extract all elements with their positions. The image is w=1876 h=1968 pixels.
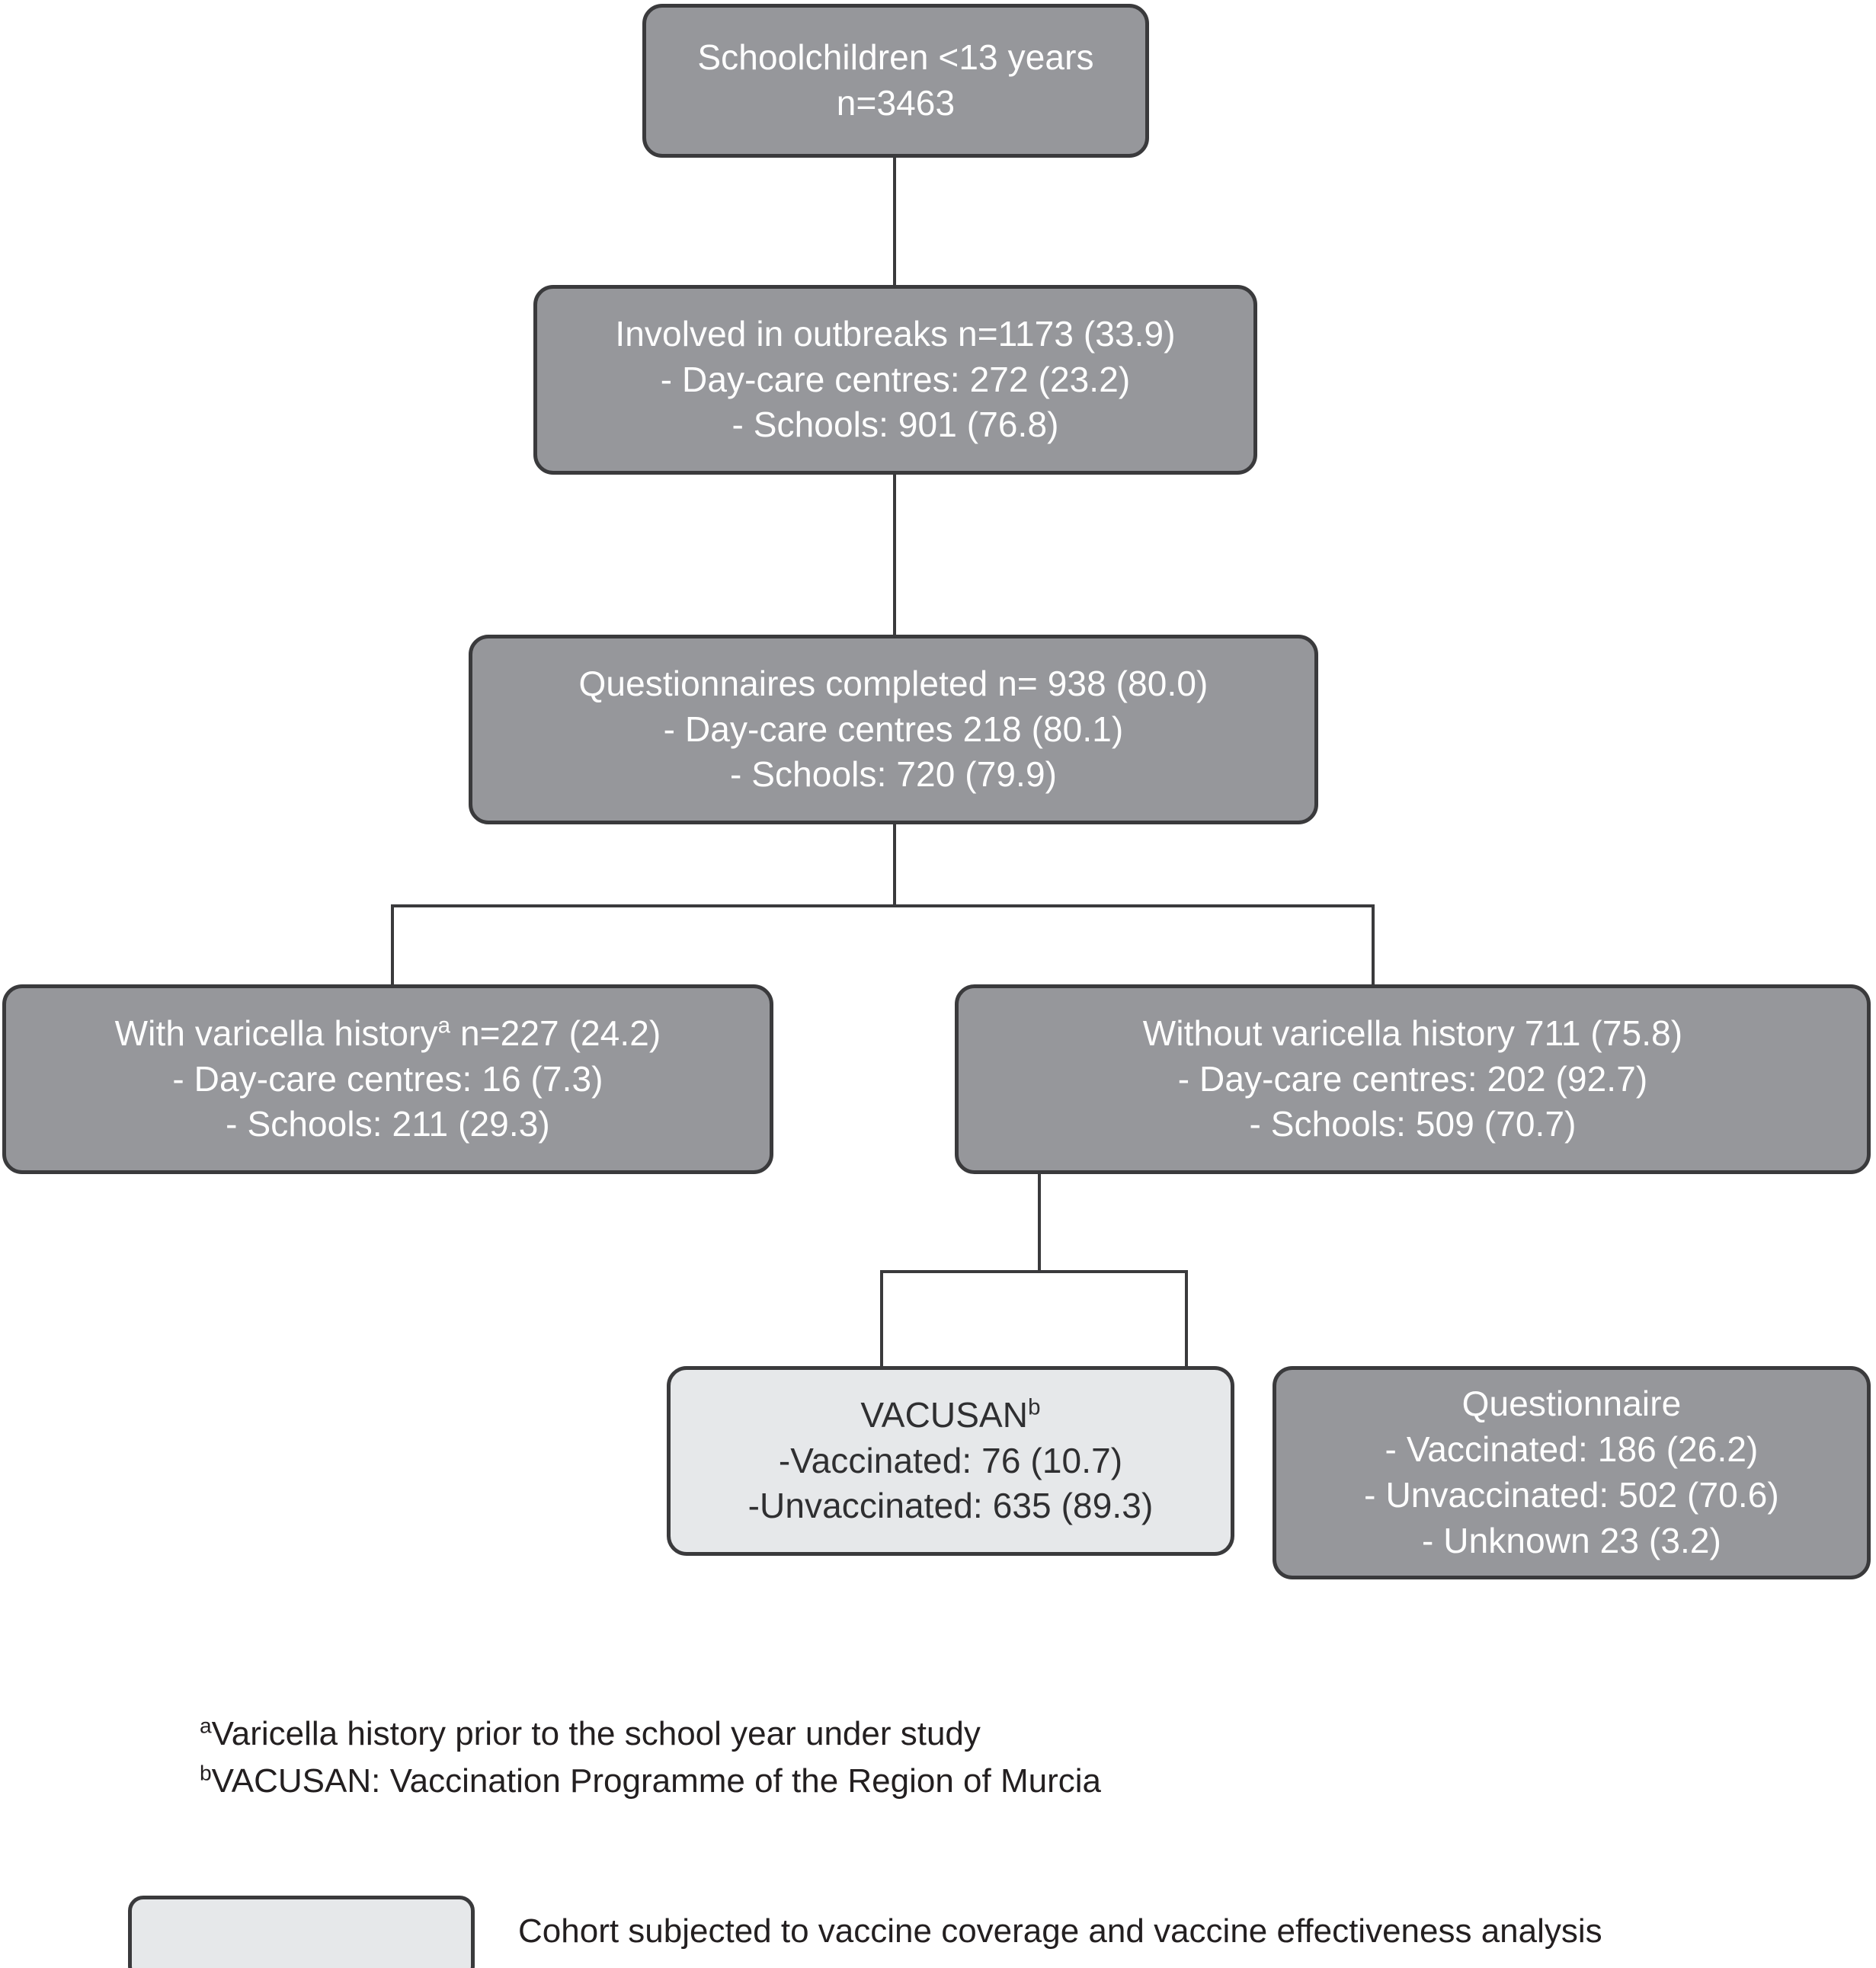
- node-outbreaks-line-1: Involved in outbreaks n=1173 (33.9): [615, 313, 1176, 354]
- node-vacusan-title: VACUSAN: [860, 1394, 1029, 1435]
- node-questionnaire: Questionnaire - Vaccinated: 186 (26.2) -…: [1273, 1366, 1871, 1579]
- node-questionnaire-line-1: Questionnaire: [1461, 1384, 1682, 1424]
- footnote-marker-a-ref: a: [437, 1013, 451, 1038]
- connector-to-without-varicella: [1372, 904, 1375, 987]
- connector-to-with-varicella: [391, 904, 394, 987]
- node-vacusan-line-3: -Unvaccinated: 635 (89.3): [748, 1486, 1154, 1526]
- node-involved-in-outbreaks: Involved in outbreaks n=1173 (33.9) - Da…: [533, 285, 1257, 475]
- node-with-varicella-line-2: - Day-care centres: 16 (7.3): [172, 1058, 603, 1099]
- connector-without-varicella-stem: [1038, 1173, 1041, 1273]
- connector-level2-horizontal-bar: [880, 1270, 1188, 1273]
- footnote-marker-b: b: [200, 1761, 212, 1785]
- node-questionnaire-line-4: - Unknown 23 (3.2): [1422, 1520, 1721, 1560]
- node-vacusan: VACUSANb -Vaccinated: 76 (10.7) -Unvacci…: [667, 1366, 1234, 1556]
- connector-outbreaks-to-questionnaires: [893, 473, 896, 636]
- node-without-varicella-line-2: - Day-care centres: 202 (92.7): [1177, 1058, 1648, 1099]
- node-questionnaires-completed: Questionnaires completed n= 938 (80.0) -…: [469, 635, 1318, 824]
- node-schoolchildren-line-2: n=3463: [836, 83, 956, 123]
- node-questionnaire-line-2: - Vaccinated: 186 (26.2): [1385, 1429, 1759, 1470]
- legend-swatch-highlight: [128, 1896, 475, 1968]
- node-questionnaires-line-3: - Schools: 720 (79.9): [729, 754, 1058, 795]
- node-with-varicella-line-3: - Schools: 211 (29.3): [226, 1104, 550, 1144]
- footnote-b-text: VACUSAN: Vaccination Programme of the Re…: [211, 1762, 1101, 1800]
- connector-level1-horizontal-bar: [391, 904, 1375, 907]
- node-with-varicella-line-1-pre: With varicella history: [114, 1013, 438, 1053]
- node-vacusan-line-1: VACUSANb: [860, 1393, 1040, 1438]
- node-questionnaires-line-1: Questionnaires completed n= 938 (80.0): [578, 663, 1209, 703]
- footnote-a: aVaricella history prior to the school y…: [200, 1710, 1101, 1758]
- footnote-a-text: Varicella history prior to the school ye…: [211, 1715, 981, 1752]
- node-with-varicella-history: With varicella historya n=227 (24.2) - D…: [2, 984, 773, 1174]
- node-without-varicella-line-1: Without varicella history 711 (75.8): [1142, 1013, 1683, 1053]
- footnote-marker-a: a: [200, 1714, 212, 1738]
- connector-questionnaires-stem: [893, 823, 896, 907]
- node-schoolchildren-line-1: Schoolchildren <13 years: [697, 37, 1094, 78]
- node-outbreaks-line-2: - Day-care centres: 272 (23.2): [660, 359, 1131, 399]
- footnote-b: bVACUSAN: Vaccination Programme of the R…: [200, 1758, 1101, 1805]
- node-questionnaire-line-3: - Unvaccinated: 502 (70.6): [1364, 1475, 1779, 1515]
- node-without-varicella-history: Without varicella history 711 (75.8) - D…: [955, 984, 1871, 1174]
- connector-schoolchildren-to-outbreaks: [893, 156, 896, 286]
- footnote-marker-b-ref: b: [1028, 1394, 1041, 1420]
- node-vacusan-line-2: -Vaccinated: 76 (10.7): [778, 1440, 1123, 1480]
- node-with-varicella-line-1: With varicella historya n=227 (24.2): [115, 1011, 661, 1057]
- node-with-varicella-line-1-post: n=227 (24.2): [450, 1013, 661, 1053]
- node-outbreaks-line-3: - Schools: 901 (76.8): [732, 405, 1059, 445]
- footnotes-block: aVaricella history prior to the school y…: [200, 1710, 1101, 1806]
- node-schoolchildren: Schoolchildren <13 years n=3463: [642, 4, 1149, 158]
- connector-to-vacusan: [880, 1270, 883, 1368]
- connector-to-questionnaire: [1185, 1270, 1188, 1368]
- legend-label: Cohort subjected to vaccine coverage and…: [518, 1912, 1602, 1950]
- node-questionnaires-line-2: - Day-care centres 218 (80.1): [663, 709, 1124, 749]
- node-without-varicella-line-3: - Schools: 509 (70.7): [1249, 1104, 1577, 1144]
